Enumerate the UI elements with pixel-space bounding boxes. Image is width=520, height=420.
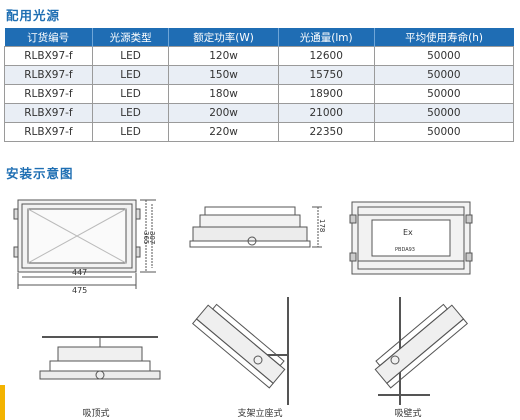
table-header-row: 订货编号 光源类型 额定功率(W) 光通量(lm) 平均使用寿命(h): [4, 28, 514, 47]
cell-luminous-flux: 18900: [277, 84, 375, 104]
table-row: RLBX97-f LED 220w 22350 50000: [4, 122, 515, 142]
dim-outer-width: 475: [72, 286, 87, 295]
cell-source-type: LED: [91, 122, 170, 142]
cell-order-no: RLBX97-f: [4, 65, 93, 85]
light-source-table: 订货编号 光源类型 额定功率(W) 光通量(lm) 平均使用寿命(h) RLBX…: [4, 28, 515, 142]
cell-rated-power: 180w: [168, 84, 279, 104]
caption-bracket-mount: 支架立座式: [237, 409, 283, 419]
cell-source-type: LED: [91, 46, 170, 66]
cell-luminous-flux: 15750: [277, 65, 375, 85]
dim-side-height: 178: [318, 219, 326, 232]
caption-ceiling-mount: 吸顶式: [82, 409, 110, 419]
col-header-order-no: 订货编号: [4, 28, 93, 47]
cell-order-no: RLBX97-f: [4, 103, 93, 123]
front-view-drawing: [13, 199, 156, 289]
dim-outer-height: 365: [142, 231, 150, 244]
side-view-drawing: [189, 206, 322, 248]
installation-drawings: 447 475 365 307 178 Ex PBDA93: [13, 199, 473, 405]
cell-rated-power: 200w: [168, 103, 279, 123]
table-row: RLBX97-f LED 180w 18900 50000: [4, 84, 515, 104]
ceiling-mount-drawing: [39, 336, 161, 380]
dim-inner-width: 447: [72, 268, 87, 277]
dim-inner-height: 307: [148, 231, 156, 244]
table-row: RLBX97-f LED 200w 21000 50000: [4, 103, 515, 123]
cell-rated-power: 150w: [168, 65, 279, 85]
caption-wall-mount: 吸壁式: [394, 409, 422, 419]
wall-mount-drawing: [374, 297, 469, 405]
cell-source-type: LED: [91, 84, 170, 104]
col-header-source-type: 光源类型: [91, 28, 169, 47]
sidebar-accent: [0, 385, 5, 420]
cell-rated-power: 220w: [168, 122, 279, 142]
col-header-lifetime: 平均使用寿命(h): [373, 28, 514, 47]
ex-mark: Ex: [403, 228, 413, 237]
cell-luminous-flux: 12600: [277, 46, 375, 66]
cell-lifetime: 50000: [373, 103, 515, 123]
cell-lifetime: 50000: [373, 65, 515, 85]
plate-text: PBDA93: [395, 247, 415, 253]
col-header-rated-power: 额定功率(W): [168, 28, 279, 47]
cell-luminous-flux: 22350: [277, 122, 375, 142]
cell-source-type: LED: [91, 65, 170, 85]
cell-order-no: RLBX97-f: [4, 122, 93, 142]
cell-lifetime: 50000: [373, 122, 515, 142]
table-row: RLBX97-f LED 120w 12600 50000: [4, 46, 515, 66]
col-header-luminous-flux: 光通量(lm): [277, 28, 375, 47]
cell-order-no: RLBX97-f: [4, 46, 93, 66]
cell-lifetime: 50000: [373, 84, 515, 104]
cell-rated-power: 120w: [168, 46, 279, 66]
cell-lifetime: 50000: [373, 46, 515, 66]
back-view-drawing: [349, 201, 473, 275]
cell-source-type: LED: [91, 103, 170, 123]
section-title-light-source: 配用光源: [6, 8, 61, 23]
table-row: RLBX97-f LED 150w 15750 50000: [4, 65, 515, 85]
cell-order-no: RLBX97-f: [4, 84, 93, 104]
cell-luminous-flux: 21000: [277, 103, 375, 123]
section-title-installation: 安装示意图: [6, 166, 74, 181]
bracket-mount-drawing: [191, 297, 289, 405]
